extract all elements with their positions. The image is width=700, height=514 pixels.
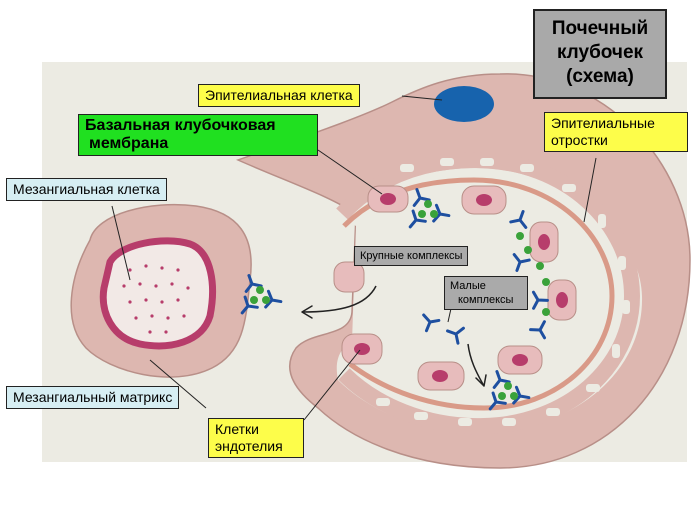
label-endothelial-cells-line-1: Клетки (215, 421, 260, 437)
endothelial-cell (461, 185, 507, 215)
title-line-1: Почечный (551, 18, 649, 39)
diagram-title: Почечный клубочек (схема) (533, 9, 667, 99)
label-mesangial-matrix: Мезангиальный матрикс (6, 386, 180, 409)
label-basement-membrane-line-1: Базальная клубочковая (85, 117, 276, 134)
label-endothelial-cells-line-2: эндотелия (215, 438, 283, 454)
epithelial-foot-processes (376, 158, 630, 426)
basement-membrane (342, 177, 615, 411)
label-basement-membrane: Базальная клубочковая мембрана (78, 114, 318, 156)
label-basement-membrane-line-2: мембрана (89, 135, 169, 152)
arrow-to-mesangium (301, 285, 377, 313)
arrows (301, 285, 487, 387)
title-line-2: клубочек (556, 42, 644, 63)
mesangial-nucleus-dots (122, 264, 190, 334)
label-epithelial-processes-line-2: отростки (551, 132, 608, 148)
endothelial-cell (529, 221, 559, 263)
endothelial-cells (333, 185, 577, 391)
label-small-complexes-line-1: Малые (450, 280, 486, 292)
label-large-complexes: Крупные комплексы (354, 246, 469, 266)
large-complex (482, 367, 532, 416)
endothelial-cell (417, 361, 465, 391)
large-complex (402, 185, 452, 234)
label-epithelial-processes-line-1: Эпителиальные (551, 115, 655, 131)
endothelial-cell (547, 279, 577, 321)
endothelial-cell (497, 345, 543, 375)
mesangial-cell (70, 203, 252, 378)
label-small-complexes-line-2: комплексы (458, 294, 514, 306)
endothelial-cell (367, 185, 409, 213)
epithelial-nucleus (434, 86, 494, 122)
epithelial-layer (336, 151, 641, 435)
label-epithelial-processes: Эпителиальные отростки (544, 112, 688, 152)
label-small-complexes: Малые комплексы (444, 276, 528, 310)
endothelial-cell (333, 261, 365, 293)
large-complex (234, 271, 284, 320)
endothelial-cell (341, 333, 383, 365)
arrow-small-complex (467, 343, 485, 387)
title-line-3: (схема) (566, 66, 634, 87)
small-complexes (422, 207, 553, 345)
label-endothelial-cells: Клетки эндотелия (208, 418, 304, 458)
label-mesangial-cell: Мезангиальная клетка (6, 178, 167, 201)
label-epithelial-cell: Эпителиальная клетка (198, 84, 360, 107)
